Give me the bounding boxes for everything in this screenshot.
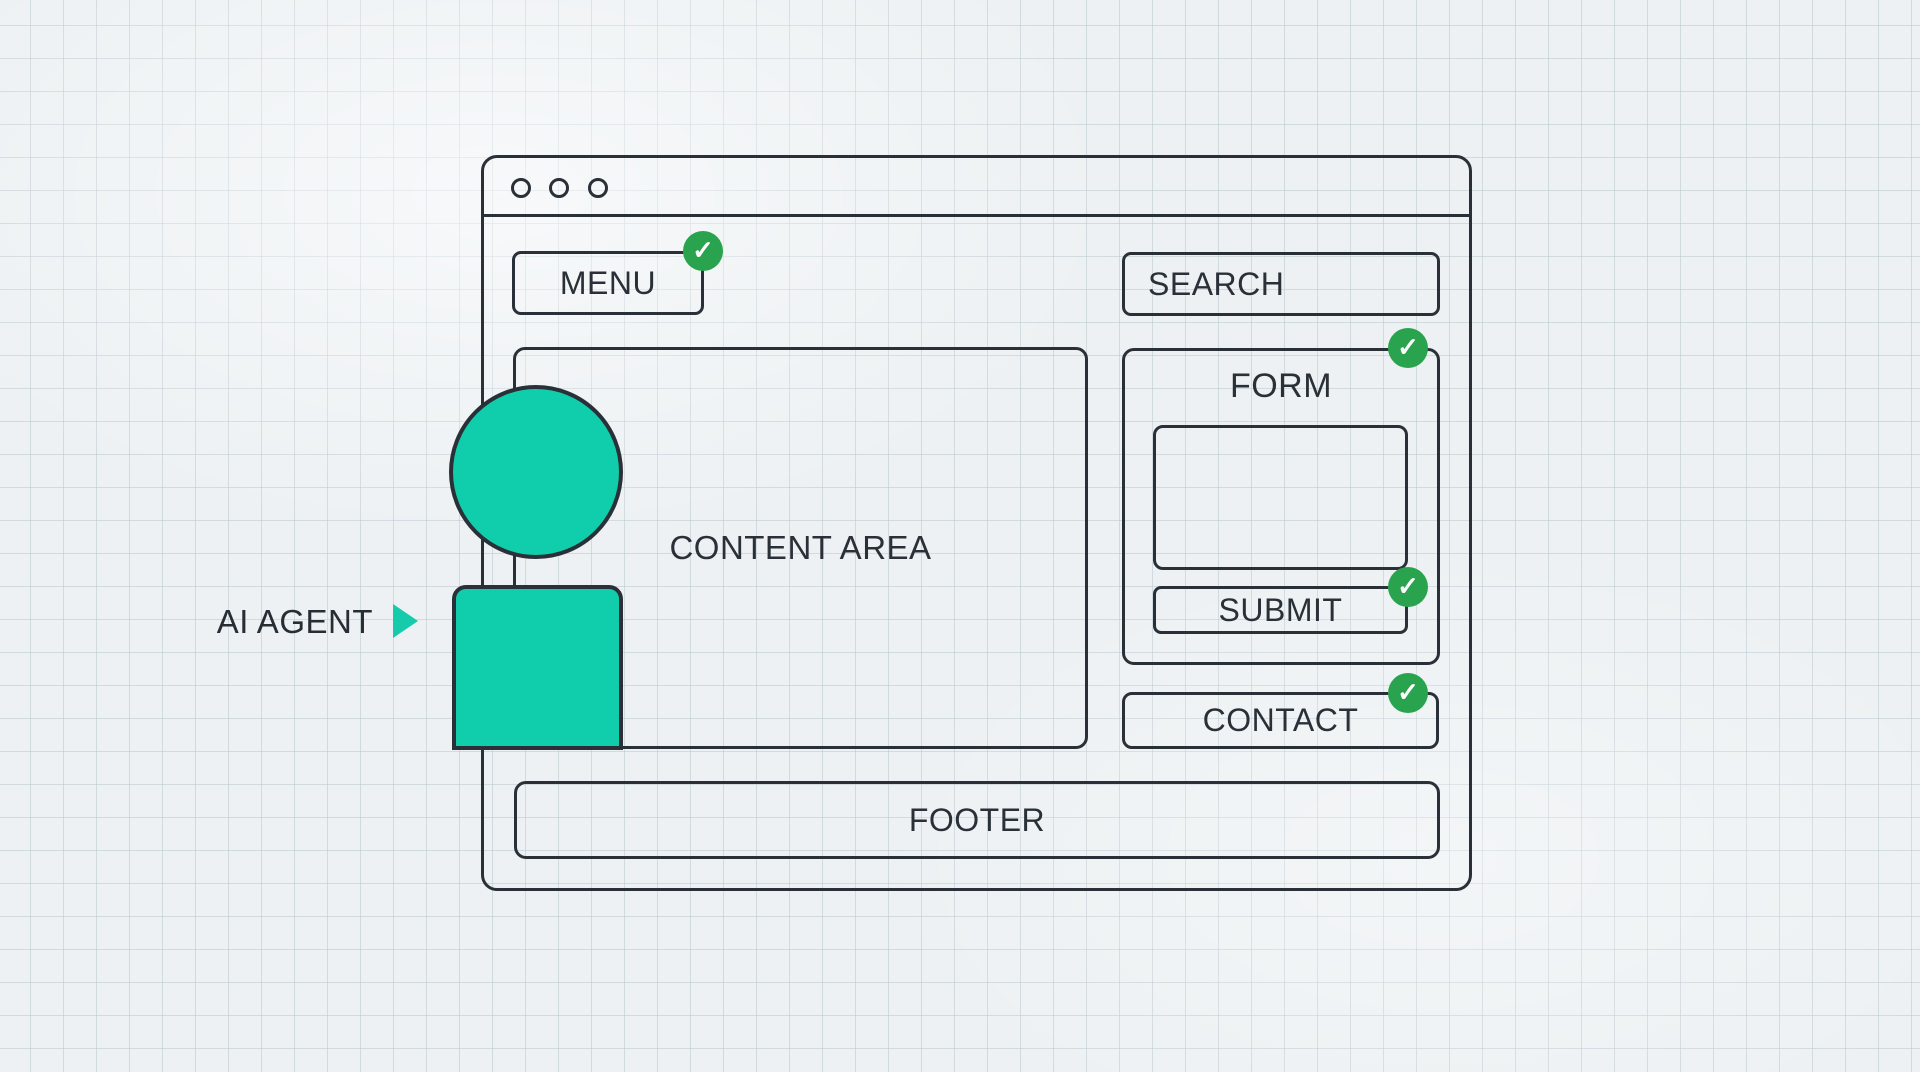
menu-button-label: MENU xyxy=(559,264,657,301)
footer-area: FOOTER xyxy=(514,781,1440,859)
check-icon: ✓ xyxy=(1397,571,1419,601)
content-area-label: CONTENT AREA xyxy=(669,529,932,566)
pointer-triangle-icon xyxy=(393,604,418,638)
contact-check-badge: ✓ xyxy=(1388,673,1428,713)
form-check-badge: ✓ xyxy=(1388,328,1428,368)
form-panel-label: FORM xyxy=(1229,367,1333,405)
submit-button[interactable]: SUBMIT xyxy=(1153,586,1408,634)
window-control-dot-2[interactable] xyxy=(549,178,569,198)
search-input[interactable]: SEARCH xyxy=(1122,252,1440,316)
submit-button-label: SUBMIT xyxy=(1218,591,1343,628)
ai-agent-body xyxy=(452,585,623,750)
submit-check-badge: ✓ xyxy=(1388,567,1428,607)
menu-check-badge: ✓ xyxy=(683,231,723,271)
form-field[interactable] xyxy=(1153,425,1408,570)
check-icon: ✓ xyxy=(1397,332,1419,362)
menu-button[interactable]: MENU xyxy=(512,251,704,315)
window-titlebar xyxy=(484,158,1469,217)
window-control-dot-3[interactable] xyxy=(588,178,608,198)
window-control-dot-1[interactable] xyxy=(511,178,531,198)
contact-button-label: CONTACT xyxy=(1202,702,1359,738)
ai-agent-label: AI AGENT xyxy=(216,603,373,640)
form-panel xyxy=(1122,348,1440,665)
check-icon: ✓ xyxy=(1397,677,1419,707)
contact-button[interactable]: CONTACT xyxy=(1122,692,1439,749)
footer-area-label: FOOTER xyxy=(908,801,1046,838)
check-icon: ✓ xyxy=(692,235,714,265)
search-input-label: SEARCH xyxy=(1148,265,1285,302)
ai-agent-head xyxy=(449,385,623,559)
